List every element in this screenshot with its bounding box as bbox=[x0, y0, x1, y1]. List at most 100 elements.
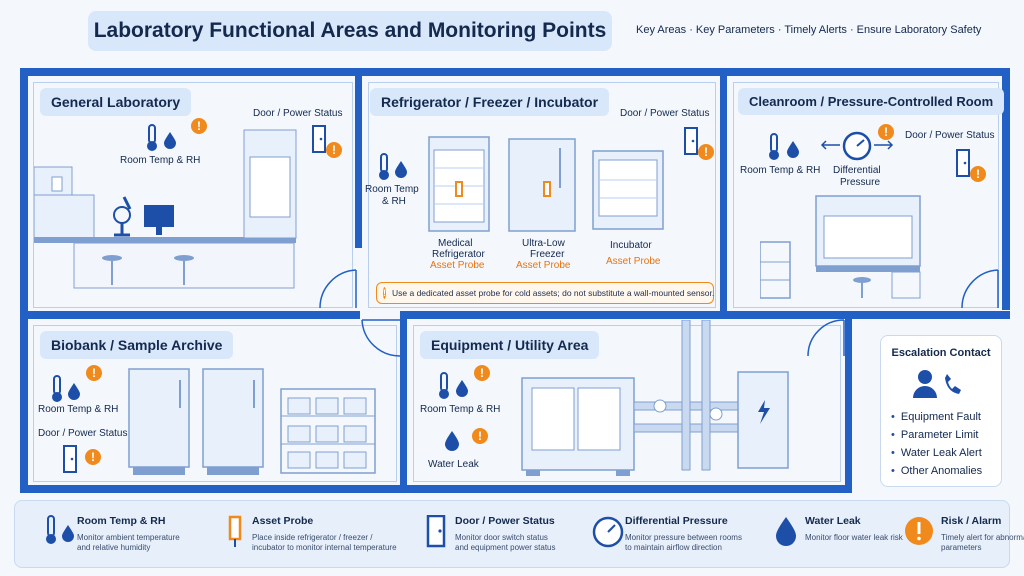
droplet-icon bbox=[395, 161, 407, 178]
asset-probe-icon bbox=[455, 181, 463, 197]
alert-icon: ! bbox=[698, 144, 714, 160]
wall-divider bbox=[720, 68, 727, 313]
unit-label: Ultra-Low bbox=[522, 238, 565, 249]
door-icon bbox=[63, 445, 77, 473]
legend-desc-line: Monitor pressure between rooms bbox=[625, 533, 742, 542]
room-temp-label: Room Temp & RH bbox=[420, 404, 501, 415]
asset-probe-label: Asset Probe bbox=[606, 256, 661, 267]
room-label-biobank: Biobank / Sample Archive bbox=[40, 331, 234, 359]
legend-title: Risk / Alarm bbox=[941, 515, 1002, 527]
legend-desc-line: Place inside refrigerator / freezer / bbox=[252, 533, 373, 542]
cold-asset-note: ! Use a dedicated asset probe for cold a… bbox=[376, 282, 714, 304]
room-temp-label: Room Temp & RH bbox=[38, 404, 119, 415]
legend-title: Water Leak bbox=[805, 515, 861, 527]
room-temp-label: Room Temp & RH bbox=[120, 155, 201, 166]
legend-desc-line: and relative humidity bbox=[77, 543, 151, 552]
wall-left bbox=[20, 68, 28, 493]
droplet-icon bbox=[456, 380, 468, 397]
arrow-right-icon bbox=[874, 140, 894, 150]
thermometer-icon bbox=[439, 372, 449, 399]
door-swing-icon bbox=[319, 269, 357, 309]
wall-right bbox=[1002, 68, 1010, 310]
legend-title: Asset Probe bbox=[252, 515, 314, 527]
alert-icon: ! bbox=[383, 287, 386, 299]
water-drop-icon bbox=[776, 517, 796, 546]
escalation-contact-card: Escalation Contact Equipment Fault Param… bbox=[880, 335, 1002, 487]
door-status-label: Door / Power Status bbox=[620, 108, 710, 119]
legend-title: Door / Power Status bbox=[455, 515, 555, 527]
room-temp-label: Room Temp & RH bbox=[740, 165, 821, 176]
note-text: Use a dedicated asset probe for cold ass… bbox=[392, 288, 715, 298]
incubator bbox=[592, 150, 664, 230]
legend-desc-line: Monitor floor water leak risk bbox=[805, 533, 903, 542]
legend-title: Room Temp & RH bbox=[77, 515, 166, 527]
wall-middle bbox=[20, 311, 360, 319]
room-label-cold-storage: Refrigerator / Freezer / Incubator bbox=[370, 88, 610, 116]
room-temp-label: & RH bbox=[382, 196, 406, 207]
storage-shelf bbox=[280, 388, 376, 474]
biosafety-cabinet bbox=[760, 195, 921, 299]
legend-desc: Place inside refrigerator / freezer /inc… bbox=[252, 533, 397, 553]
thermometer-icon bbox=[379, 153, 389, 180]
legend-desc-line: incubator to monitor internal temperatur… bbox=[252, 543, 397, 552]
thermometer-droplet-icon bbox=[46, 515, 74, 544]
asset-probe-label: Asset Probe bbox=[430, 260, 485, 271]
door-status-label: Door / Power Status bbox=[253, 108, 343, 119]
legend-desc-line: parameters bbox=[941, 543, 982, 552]
room-label-general-lab: General Laboratory bbox=[40, 88, 192, 116]
wall-middle bbox=[400, 311, 1010, 319]
ultra-low-freezer bbox=[508, 138, 576, 232]
thermometer-icon bbox=[147, 124, 157, 151]
sample-freezer bbox=[128, 368, 190, 475]
thermometer-icon bbox=[769, 133, 779, 160]
legend-desc-line: Monitor ambient temperature bbox=[77, 533, 180, 542]
list-item: Water Leak Alert bbox=[891, 444, 982, 462]
door-status-label: Door / Power Status bbox=[905, 130, 995, 141]
list-item: Parameter Limit bbox=[891, 426, 982, 444]
legend-desc-line: Timely alert for abnormal bbox=[941, 533, 1024, 542]
water-leak-label: Water Leak bbox=[428, 459, 479, 470]
lab-bench-illustration bbox=[34, 129, 297, 289]
alert-icon: ! bbox=[474, 365, 490, 381]
hvac-unit bbox=[521, 320, 789, 476]
wall-divider bbox=[400, 311, 407, 493]
wall-top bbox=[20, 68, 1010, 76]
wall-bottom bbox=[20, 485, 852, 493]
person-phone-icon bbox=[913, 370, 961, 398]
legend-item-differential-pressure: Differential Pressure Monitor pressure b… bbox=[583, 501, 753, 567]
alert-icon: ! bbox=[326, 142, 342, 158]
legend-desc-line: Monitor door switch status bbox=[455, 533, 548, 542]
tagline: Key Areas · Key Parameters · Timely Aler… bbox=[636, 24, 982, 36]
room-outline bbox=[33, 325, 397, 482]
door-swing-icon bbox=[961, 269, 999, 309]
alert-icon: ! bbox=[86, 365, 102, 381]
legend-item-door: Door / Power Status Monitor door switch … bbox=[413, 501, 573, 567]
legend-title: Differential Pressure bbox=[625, 515, 728, 527]
unit-label: Incubator bbox=[610, 240, 652, 251]
wall-divider bbox=[845, 311, 852, 493]
legend-item-room-temp: Room Temp & RH Monitor ambient temperatu… bbox=[35, 501, 195, 567]
list-item: Other Anomalies bbox=[891, 462, 982, 480]
differential-pressure-label: Pressure bbox=[840, 177, 881, 188]
asset-probe-icon bbox=[543, 181, 551, 197]
droplet-icon bbox=[164, 132, 176, 149]
legend-item-water-leak: Water Leak Monitor floor water leak risk bbox=[763, 501, 903, 567]
door-icon bbox=[956, 149, 970, 177]
room-label-equipment: Equipment / Utility Area bbox=[420, 331, 600, 359]
room-outline bbox=[413, 325, 841, 482]
legend-desc-line: and equipment power status bbox=[455, 543, 556, 552]
asset-probe-label: Asset Probe bbox=[516, 260, 571, 271]
legend-desc: Monitor floor water leak risk bbox=[805, 533, 903, 543]
door-icon bbox=[312, 125, 326, 153]
room-outline bbox=[368, 82, 716, 308]
asset-probe-icon bbox=[228, 515, 242, 547]
list-item: Equipment Fault bbox=[891, 408, 982, 426]
legend: Room Temp & RH Monitor ambient temperatu… bbox=[14, 500, 1024, 568]
page-title: Laboratory Functional Areas and Monitori… bbox=[88, 11, 612, 51]
alert-icon: ! bbox=[85, 449, 101, 465]
escalation-title: Escalation Contact bbox=[891, 347, 991, 359]
